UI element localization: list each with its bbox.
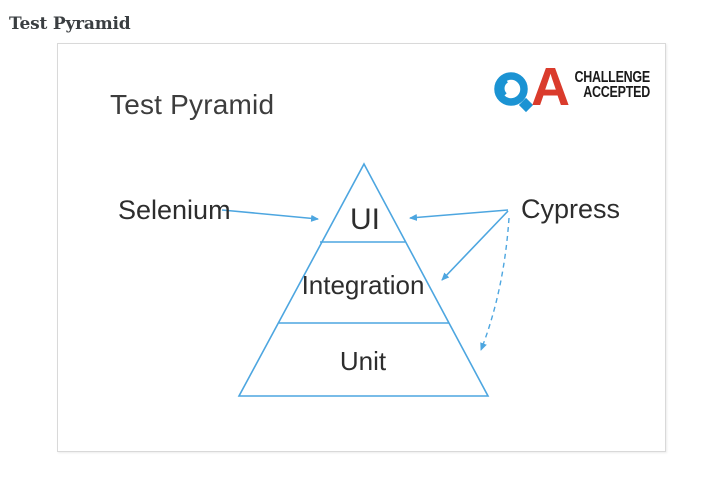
pyramid-level-ui-label: UI bbox=[350, 203, 380, 236]
pyramid-level-unit-label: Unit bbox=[339, 346, 387, 376]
cypress-to-unit-dashed-arrow bbox=[480, 217, 510, 351]
logo-line-accepted: ACCEPTED bbox=[583, 84, 650, 101]
slide-card: Test Pyramid A CHALLENGE ACCEPTED bbox=[57, 43, 666, 452]
pyramid-level-integration-label: Integration bbox=[301, 270, 425, 300]
pyramid-diagram bbox=[221, 162, 510, 397]
selenium-to-ui-arrow bbox=[221, 209, 319, 222]
magnifier-q-icon bbox=[494, 72, 534, 113]
cypress-to-ui-arrow bbox=[409, 209, 509, 221]
logo-line-challenge: CHALLENGE bbox=[574, 69, 650, 86]
cypress-label: Cypress bbox=[521, 194, 621, 224]
logo-letter-a: A bbox=[531, 57, 570, 117]
logo-wordmark: CHALLENGE ACCEPTED bbox=[572, 69, 650, 101]
pyramid-outline bbox=[237, 162, 490, 397]
qa-challenge-accepted-logo: A CHALLENGE ACCEPTED bbox=[494, 60, 672, 116]
slide-title: Test Pyramid bbox=[110, 89, 275, 120]
selenium-label: Selenium bbox=[118, 195, 231, 225]
page-heading: Test Pyramid bbox=[9, 14, 131, 34]
cypress-to-integration-arrow bbox=[441, 210, 509, 281]
